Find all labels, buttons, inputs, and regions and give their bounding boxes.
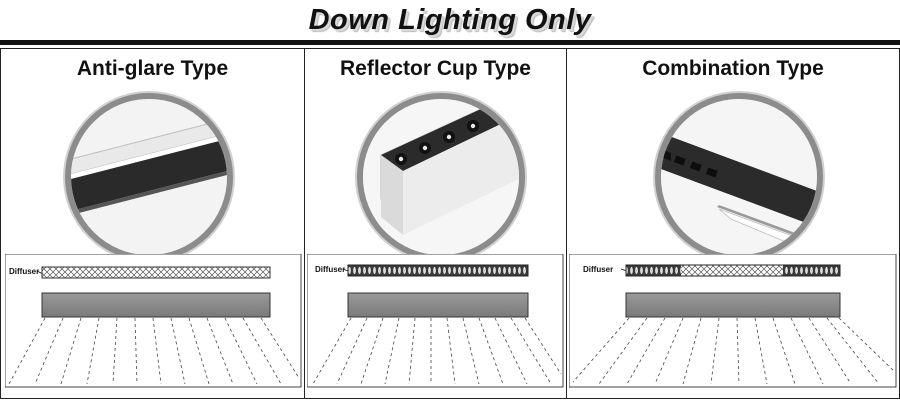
panel-reflector-cup: Reflector Cup Type: [305, 49, 566, 398]
panel-divider: [566, 48, 567, 399]
panel-combination: Combination Type: [567, 49, 899, 398]
light-rays: [312, 317, 562, 385]
combination-diagram: Diffuser: [569, 254, 897, 388]
light-rays: [572, 317, 896, 385]
title-underline: [0, 40, 900, 45]
combination-product-image: [655, 93, 823, 261]
panel-divider: [304, 48, 305, 399]
panel-title: Combination Type: [642, 57, 824, 80]
panel-anti-glare: Anti-glare Type Diffuser: [1, 49, 304, 398]
panel-title: Anti-glare Type: [76, 57, 229, 80]
anti-glare-diagram: Diffuser: [5, 254, 302, 388]
anti-glare-product-image: [65, 93, 233, 261]
light-rays: [8, 317, 300, 385]
diffuser-label: Diffuser: [315, 265, 345, 274]
reflector-cup-product-image: [357, 93, 525, 261]
panel-title: Reflector Cup Type: [340, 57, 531, 80]
diffuser-label: Diffuser: [583, 265, 613, 274]
diffuser-label: Diffuser: [9, 267, 39, 276]
reflector-cup-diagram: Diffuser: [307, 254, 564, 388]
page-title: Down Lighting Only: [308, 4, 592, 36]
